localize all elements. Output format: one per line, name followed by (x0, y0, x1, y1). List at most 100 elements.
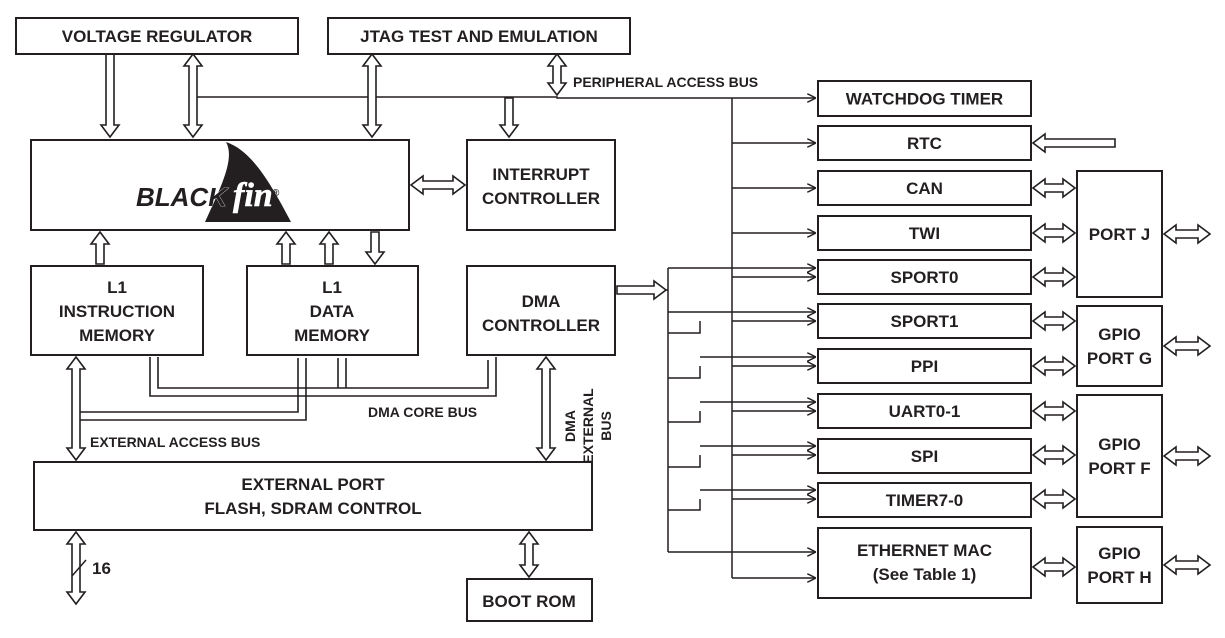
dma-external-bus-label: DMA EXTERNAL BUS (562, 388, 614, 464)
peripheral-label: TIMER7-0 (886, 491, 963, 510)
peripheral-label: WATCHDOG TIMER (846, 90, 1003, 109)
l1-instruction-memory-block: L1 INSTRUCTION MEMORY (30, 265, 204, 356)
external-data-bus-arrow (65, 530, 87, 606)
dma-controller-label-1: DMA (522, 292, 561, 311)
l1d-core-arrow-2 (318, 230, 340, 265)
peripheral-label: SPORT0 (890, 268, 958, 287)
peripheral-can-block: CAN (817, 170, 1032, 206)
l1-data-label-1: L1 (322, 278, 342, 297)
vreg-core-arrow (99, 53, 121, 139)
port-label: GPIO (1098, 544, 1141, 563)
port-external-io-arrow (1162, 223, 1212, 245)
jtag-pab-arrow (546, 52, 568, 97)
peripheral-label: SPI (911, 447, 938, 466)
external-access-bus-arrow (65, 355, 87, 462)
dma-bus-branch (668, 321, 701, 334)
peripheral-port-arrow (1031, 488, 1077, 510)
peripheral-access-bus-line (195, 96, 732, 99)
l1-instruction-label-2: INSTRUCTION (59, 302, 175, 321)
peripheral-uart0-1-block: UART0-1 (817, 393, 1032, 429)
rtc-input-arrow (1031, 132, 1116, 154)
dma-external-bus-label-2: EXTERNAL (580, 388, 596, 464)
port-label: GPIO (1098, 325, 1141, 344)
l1-data-label-2: DATA (310, 302, 355, 321)
interrupt-controller-block: INTERRUPT CONTROLLER (466, 139, 616, 231)
peripheral-watchdog-timer-block: WATCHDOG TIMER (817, 80, 1032, 117)
peripheral-ppi-block: PPI (817, 348, 1032, 384)
peripheral-ethernet-mac-block: ETHERNET MAC(See Table 1) (817, 527, 1032, 599)
jtag-block: JTAG TEST AND EMULATION (327, 17, 631, 55)
interrupt-controller-label-2: CONTROLLER (482, 189, 600, 208)
l1d-core-arrow-1 (275, 230, 297, 265)
l1-instruction-label-3: MEMORY (79, 326, 156, 345)
boot-rom-block: BOOT ROM (466, 578, 593, 622)
peripheral-timer7-0-block: TIMER7-0 (817, 482, 1032, 518)
external-access-rail-inner (80, 358, 299, 413)
dma-controller-bus-arrow (616, 279, 668, 301)
peripheral-rtc-block: RTC (817, 125, 1032, 161)
peripheral-port-arrow (1031, 400, 1077, 422)
port-label: PORT J (1089, 225, 1150, 244)
peripheral-twi-block: TWI (817, 215, 1032, 251)
core-interrupt-arrow (409, 174, 467, 196)
peripheral-port-arrow (1031, 310, 1077, 332)
port-label: GPIO (1098, 435, 1141, 454)
port-gpio-port-f-block: GPIO PORT F (1076, 394, 1163, 518)
boot-rom-label: BOOT ROM (482, 592, 576, 611)
peripheral-port-arrow (1031, 355, 1077, 377)
peripheral-sport1-block: SPORT1 (817, 303, 1032, 339)
dma-bus-branch (668, 366, 701, 379)
dma-external-bus-arrow (535, 355, 557, 462)
peripheral-port-arrow (1031, 266, 1077, 288)
jtag-core-arrow (361, 52, 383, 139)
dma-controller-block: DMA CONTROLLER (466, 265, 616, 356)
port-label: PORT F (1088, 459, 1150, 478)
peripheral-label: TWI (909, 224, 940, 243)
bus-width-label: 16 (92, 559, 111, 578)
peripheral-label: CAN (906, 179, 943, 198)
dma-bus-branch (668, 499, 701, 511)
dma-external-bus-label-3: BUS (598, 411, 614, 441)
dma-core-bus-label: DMA CORE BUS (368, 404, 477, 420)
external-port-block: EXTERNAL PORT FLASH, SDRAM CONTROL (33, 461, 593, 531)
dma-core-bus-inner (157, 357, 489, 389)
vreg-pab-arrow (182, 52, 204, 139)
external-port-label-2: FLASH, SDRAM CONTROL (204, 499, 421, 518)
port-external-io-arrow (1162, 445, 1212, 467)
peripheral-port-arrow (1031, 444, 1077, 466)
port-port-j-block: PORT J (1076, 170, 1163, 298)
jtag-label: JTAG TEST AND EMULATION (360, 27, 598, 46)
pab-interrupt-arrow (498, 97, 520, 139)
voltage-regulator-block: VOLTAGE REGULATOR (15, 17, 299, 55)
peripheral-sport0-block: SPORT0 (817, 259, 1032, 295)
l1-data-memory-block: L1 DATA MEMORY (246, 265, 419, 356)
dma-bus-branch (668, 411, 701, 423)
port-external-io-arrow (1162, 335, 1212, 357)
l1-data-label-3: MEMORY (294, 326, 371, 345)
l1-instruction-label-1: L1 (107, 278, 127, 297)
dma-external-bus-label-1: DMA (562, 410, 578, 442)
peripheral-port-arrow (1031, 177, 1077, 199)
external-access-rail-outer (80, 358, 307, 421)
port-external-io-arrow (1162, 554, 1212, 576)
peripheral-access-bus-label: PERIPHERAL ACCESS BUS (573, 74, 758, 90)
interrupt-controller-label-1: INTERRUPT (492, 165, 590, 184)
dma-controller-label-2: CONTROLLER (482, 316, 600, 335)
peripheral-label: RTC (907, 134, 942, 153)
bus-width-marker: 16 (71, 559, 111, 578)
peripheral-label: PPI (911, 357, 938, 376)
core-l1d-arrow (364, 231, 386, 266)
peripheral-port-arrow (1031, 556, 1077, 578)
port-label: PORT H (1087, 568, 1151, 587)
peripheral-label: ETHERNET MAC (857, 541, 992, 560)
shark-fin-icon (205, 142, 291, 222)
peripheral-label: UART0-1 (889, 402, 961, 421)
boot-rom-arrow (518, 530, 540, 579)
dma-bus-branch (668, 455, 701, 468)
